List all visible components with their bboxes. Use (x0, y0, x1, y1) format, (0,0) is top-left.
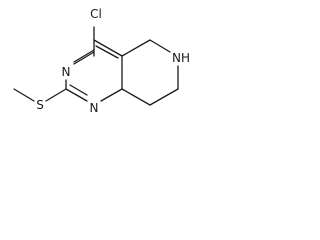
bond-c7-c8 (149, 88, 179, 106)
bond-c2-s (45, 88, 67, 102)
atom-label-n1: N (90, 101, 99, 115)
bond-c5-nh (149, 39, 171, 53)
bond-c4a-c5 (121, 39, 151, 57)
bond-c8a-n1 (100, 88, 123, 102)
bond-c8-c8a (121, 88, 151, 106)
atom-label-cl: Cl (90, 7, 102, 21)
structure-canvas: Cl N N NH S (0, 0, 228, 137)
atom-label-n3: N (62, 65, 71, 79)
bond-c4-c4a (93, 39, 123, 57)
atom-label-nh: NH (172, 51, 190, 65)
bond-n1-c2 (65, 88, 88, 102)
bond-s-ch3 (13, 88, 35, 102)
bond-c4-c4a-inner (95, 45, 119, 59)
bond-n1-c2-inner (69, 84, 88, 96)
bond-n3-c4 (73, 51, 95, 65)
atom-label-s: S (36, 98, 44, 112)
bond-n3-c4-inner (73, 49, 95, 63)
molecule-structure: Cl N N NH S (13, 7, 190, 115)
